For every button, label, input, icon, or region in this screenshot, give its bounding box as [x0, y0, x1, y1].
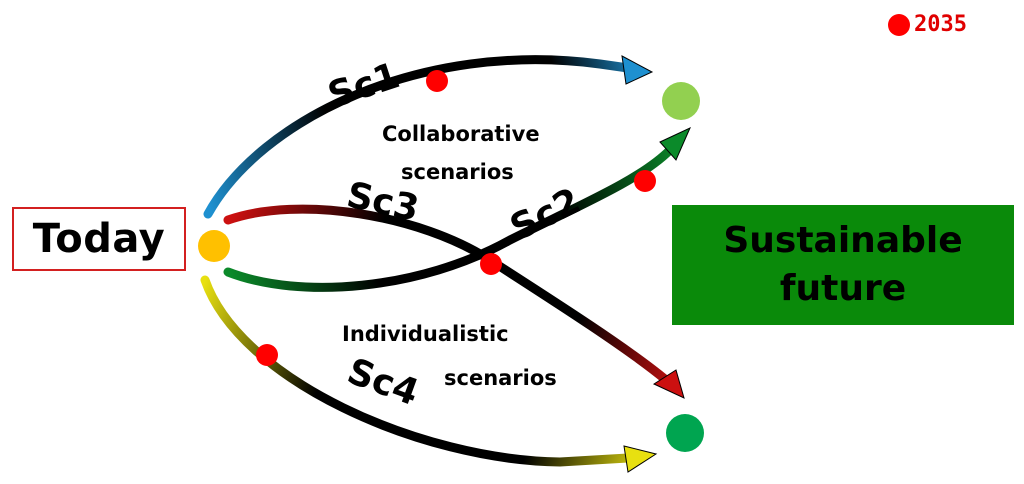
scenario-label-sc1: Sc1 [323, 55, 404, 116]
arrowhead-sc4 [623, 445, 658, 473]
sustainable-future-line2: future [779, 268, 907, 309]
start-node [198, 230, 230, 262]
collaborative-label-line1: Collaborative [382, 122, 540, 146]
sustainable-future-box: Sustainable future [672, 205, 1014, 325]
milestone-sc3 [480, 253, 502, 275]
scenario-label-sc4: Sc4 [342, 351, 424, 414]
legend-marker-icon [888, 13, 910, 36]
scenario-path-sc2 [223, 145, 675, 292]
individualistic-label-line1: Individualistic [342, 322, 509, 346]
milestone-sc1 [426, 70, 448, 92]
sustainable-future-label: Sustainable future [723, 217, 962, 313]
end-node-collaborative [662, 82, 700, 120]
legend-label: 2035 [914, 12, 967, 37]
milestone-sc4 [256, 344, 278, 366]
end-node-individualistic [666, 414, 704, 452]
individualistic-label-line2: scenarios [444, 366, 557, 390]
today-label: Today [32, 216, 166, 262]
legend: 2035 [888, 12, 967, 37]
collaborative-label-line2: scenarios [401, 160, 514, 184]
scenario-path-sc4 [200, 275, 633, 467]
arrowhead-sc2 [659, 126, 691, 161]
scenario-label-sc2: Sc2 [504, 181, 587, 250]
milestone-sc2 [634, 170, 656, 192]
sustainable-future-line1: Sustainable [723, 220, 963, 261]
arrowhead-sc1 [621, 55, 654, 85]
scenario-path-sc3 [223, 204, 671, 385]
today-box: Today [12, 207, 186, 271]
scenario-path-sc1 [203, 55, 633, 219]
arrowhead-sc3 [652, 369, 685, 399]
